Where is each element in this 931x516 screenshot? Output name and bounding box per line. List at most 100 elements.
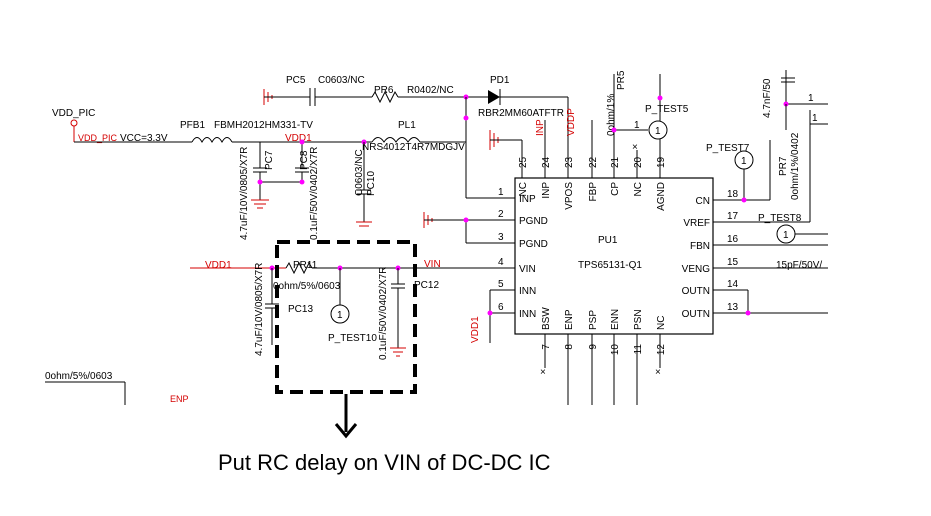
ic-left-pin-num: 1 [498, 187, 504, 198]
ic-top-pin-num: 22 [588, 156, 599, 168]
inp-net-label: INP [535, 119, 546, 136]
ic-left-pin-num: 2 [498, 209, 504, 220]
pr11-part: 0ohm/5%/0603 [273, 281, 341, 292]
right-top-area: 4.7nF/50 1 P_TEST7 1 PR7 0ohm/1%/0402 1 … [706, 70, 828, 271]
pr6-part: R0402/NC [407, 85, 454, 96]
vdd-pic-label: VDD_PIC [52, 108, 95, 119]
pc7-part: 4.7uF/10V/0805/X7R [239, 147, 250, 240]
pc5-ref: PC5 [286, 75, 306, 86]
junction-pgnd [463, 217, 469, 223]
vddp-net-label: VDDP [566, 108, 577, 136]
ptest8-label: P_TEST8 [758, 213, 802, 224]
ic-bottom-pin-num: 8 [564, 344, 575, 350]
ic-right-pin-num: 15 [727, 257, 739, 268]
ic-left-wires: VDD1 [423, 212, 515, 343]
ic-right-pin-num: 13 [727, 302, 739, 313]
ic-bottom-pin-num: 11 [633, 344, 644, 355]
junction-agnd [657, 95, 663, 101]
ic-top-pin-name: NC [633, 182, 644, 196]
ptest10-inner: 1 [337, 310, 343, 321]
left-res-part: 0ohm/5%/0603 [45, 371, 113, 382]
ptest5-pin: 1 [634, 120, 640, 131]
ic-top-pin-name: INP [541, 182, 552, 199]
vcc-label: VCC=3.3V [120, 133, 168, 144]
pin-1-right: 1 [808, 93, 814, 104]
ic-left-pin-num: 5 [498, 279, 504, 290]
rc-delay: VDD1 PR11 0ohm/5%/0603 VIN PC13 4.7uF/10… [190, 240, 515, 394]
ic-bottom-pin-num: 7 [541, 344, 552, 350]
ic-right-pin-num: 16 [727, 234, 739, 245]
ic-bottom-pin-name: ENP [564, 309, 575, 330]
ic-ref: PU1 [598, 235, 618, 246]
caption: Put RC delay on VIN of DC-DC IC [218, 450, 551, 475]
junction-inp [463, 115, 469, 121]
ic-right-pin-name: CN [696, 196, 710, 207]
vdd1-left-label: VDD1 [205, 260, 232, 271]
pc13-ref: PC13 [288, 304, 313, 315]
junction-outn [745, 310, 751, 316]
cap-top-right: 4.7nF/50 [762, 78, 773, 118]
ic-left-pin-num: 4 [498, 257, 504, 268]
pfb1-coil [191, 137, 233, 144]
ic-right-pin-num: 18 [727, 189, 739, 200]
junction-cn [741, 197, 747, 203]
pc10-part: C0603/NC [354, 149, 365, 196]
arrow-head [334, 423, 358, 439]
ic-left-pin-name: INN [519, 309, 536, 320]
ic-top-pin-name: FBP [588, 182, 599, 202]
pc5-pr6-pd1: PC5 C0603/NC PR6 R0402/NC PD1 RBR2MM60AT… [263, 75, 569, 178]
ic-left-pin-num: 6 [498, 302, 504, 313]
pl1-part: NRS4012T4R7MDGJV [362, 142, 465, 153]
junction-pc8 [299, 179, 305, 185]
pfb1-ferrite: PFB1 FBMH2012HM331-TV VDD1 [180, 120, 372, 144]
ic-top-pin-num: 25 [518, 156, 529, 168]
nc7-mark: × [540, 367, 546, 378]
ic-body [514, 177, 714, 335]
pl1-ref: PL1 [398, 120, 416, 131]
pc7-ref: PC7 [264, 150, 275, 170]
ic-bottom-pin-name: PSP [588, 310, 599, 330]
ic-left-pin-name: INN [519, 286, 536, 297]
ic-right-pin-name: FBN [690, 241, 710, 252]
pc8-ref: PC8 [299, 150, 310, 170]
ic-part: TPS65131-Q1 [578, 260, 642, 271]
ic-top-pin-name: VPOS [564, 182, 575, 210]
rc-delay-highlight-box [275, 240, 417, 394]
pfb1-ref: PFB1 [180, 120, 205, 131]
ic-right-pin-name: VREF [683, 218, 710, 229]
ic-bottom-pin-num: 10 [610, 344, 621, 356]
enp-net-label: ENP [170, 394, 189, 404]
pl1-coil [371, 137, 421, 143]
vdd-pic-net-label: VDD_PIC [78, 133, 118, 143]
junction-inn [487, 310, 493, 316]
pc12-ref: PC12 [414, 280, 439, 291]
junction-pc7 [257, 179, 263, 185]
ptest5-circle [648, 120, 668, 140]
pc5-part: C0603/NC [318, 75, 365, 86]
ic-top-nets: INP VDDP 0ohm/1% PR5 P_TEST5 1 1 × [535, 70, 689, 178]
pfb1-part: FBMH2012HM331-TV [214, 120, 313, 131]
ic-bottom-pin-num: 9 [588, 344, 599, 350]
pr6-resistor [371, 90, 399, 104]
ic-right-pin-name: OUTN [682, 309, 710, 320]
ic-left-pin-num: 3 [498, 232, 504, 243]
pr7-ref: PR7 [778, 156, 789, 176]
pd1-diode-body [488, 90, 500, 104]
ic-bottom-wires: × × [540, 334, 661, 405]
pr5-part: 0ohm/1% [606, 94, 617, 136]
ic-top-pin-num: 24 [541, 156, 552, 168]
ic-bottom-pin-name: ENN [610, 309, 621, 330]
ic-left-pin-name: PGND [519, 216, 548, 227]
pc8-part: 0.1uF/50V/0402/X7R [309, 147, 320, 240]
ic-left-pin-name: PGND [519, 239, 548, 250]
ic-right-pin-num: 14 [727, 279, 739, 290]
pc7-pc8-caps: PC7 4.7uF/10V/0805/X7R PC8 0.1uF/50V/040… [239, 139, 320, 240]
ptest10-label: P_TEST10 [328, 333, 377, 344]
vdd1-top-label: VDD1 [285, 133, 312, 144]
pc13-part: 4.7uF/10V/0805/X7R [254, 263, 265, 356]
ic-bottom-pin-name: NC [656, 316, 667, 330]
ic-bottom-pin-name: PSN [633, 309, 644, 330]
vin-net-label: VIN [424, 259, 441, 270]
